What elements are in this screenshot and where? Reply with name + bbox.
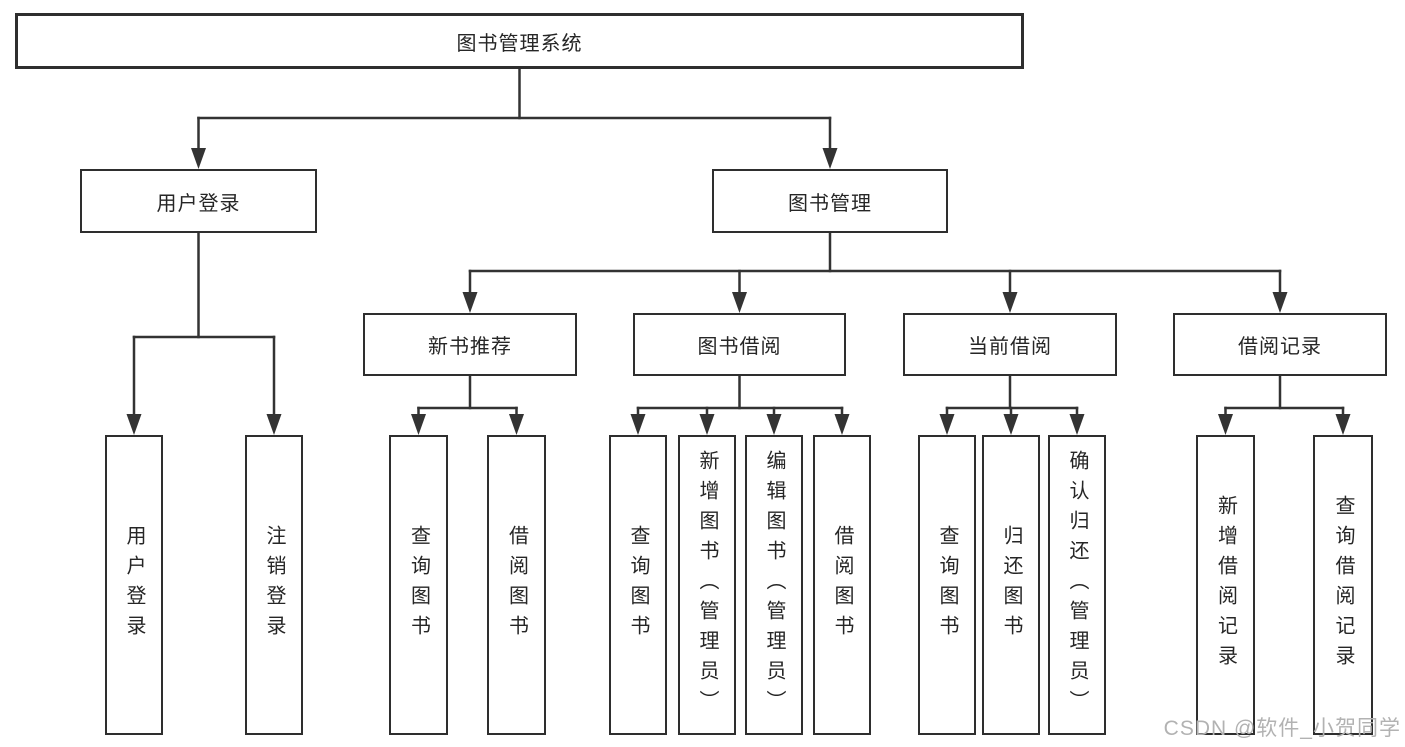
- node-newbook: 新书推荐: [363, 313, 577, 376]
- arrowhead-icon: [1003, 414, 1019, 435]
- arrowhead-icon: [462, 292, 478, 313]
- node-leaf-logout: 注销登录: [245, 435, 303, 735]
- arrowhead-icon: [266, 414, 282, 435]
- arrowhead-icon: [509, 414, 524, 435]
- arrowhead-icon: [1335, 414, 1351, 435]
- node-leaf-rec-query: 查询借阅记录: [1313, 435, 1373, 735]
- node-borrow: 图书借阅: [633, 313, 846, 376]
- arrowhead-icon: [191, 148, 206, 169]
- node-leaf-user-login: 用户登录: [105, 435, 163, 735]
- arrowhead-icon: [411, 414, 426, 435]
- arrowhead-icon: [822, 148, 838, 169]
- node-leaf-bb-borrow: 借阅图书: [813, 435, 871, 735]
- node-mgmt: 图书管理: [712, 169, 948, 233]
- arrowhead-icon: [630, 414, 646, 435]
- arrowhead-icon: [1069, 414, 1085, 435]
- node-leaf-bb-add: 新增图书（管理员）: [678, 435, 736, 735]
- node-leaf-nb-query: 查询图书: [389, 435, 448, 735]
- arrowhead-icon: [939, 414, 955, 435]
- node-root: 图书管理系统: [15, 13, 1024, 69]
- node-leaf-cur-return: 归还图书: [982, 435, 1040, 735]
- node-leaf-rec-add: 新增借阅记录: [1196, 435, 1255, 735]
- arrowhead-icon: [834, 414, 850, 435]
- node-leaf-cur-query: 查询图书: [918, 435, 976, 735]
- arrowhead-icon: [1002, 292, 1018, 313]
- node-leaf-bb-query: 查询图书: [609, 435, 667, 735]
- node-records: 借阅记录: [1173, 313, 1387, 376]
- node-current: 当前借阅: [903, 313, 1117, 376]
- arrowhead-icon: [1218, 414, 1233, 435]
- node-leaf-cur-confirm: 确认归还（管理员）: [1048, 435, 1106, 735]
- node-login: 用户登录: [80, 169, 317, 233]
- node-leaf-bb-edit: 编辑图书（管理员）: [745, 435, 803, 735]
- arrowhead-icon: [1272, 292, 1288, 313]
- arrowhead-icon: [126, 414, 142, 435]
- arrowhead-icon: [766, 414, 782, 435]
- node-leaf-nb-borrow: 借阅图书: [487, 435, 546, 735]
- arrowhead-icon: [699, 414, 715, 435]
- arrowhead-icon: [732, 292, 747, 313]
